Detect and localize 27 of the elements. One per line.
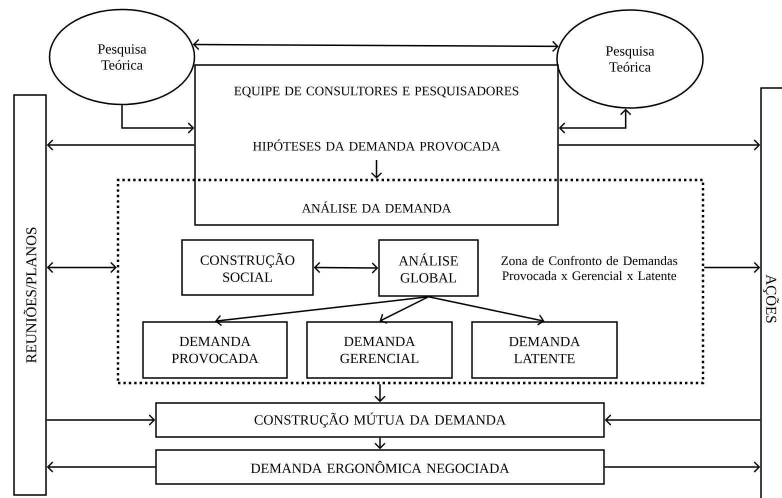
team-box: EQUIPE DE CONSULTORES E PESQUISADORES HIPÓTESES DA DEMANDA PROVOCADA ANÁLISE DA DEMANDA (194, 64, 559, 226)
process-box: ANÁLISE GLOBAL (378, 239, 479, 297)
process-box: DEMANDA PROVOCADA (142, 321, 288, 379)
side-bar: REUNIÕES/PLANOS (13, 94, 47, 496)
arrow (558, 108, 632, 134)
arrow (46, 262, 117, 273)
arrow (428, 296, 544, 326)
arrow (380, 296, 429, 324)
process-box: CONSTRUÇÃO SOCIAL (181, 239, 314, 296)
arrow (46, 414, 156, 426)
arrow (46, 462, 156, 472)
arrow (604, 462, 760, 472)
arrow (371, 160, 382, 179)
arrow (314, 262, 378, 274)
arrow (121, 105, 194, 134)
arrow (215, 296, 429, 326)
process-box: DEMANDA ERGONÔMICA NEGOCIADA (155, 449, 605, 485)
arrow (46, 140, 194, 150)
process-box: DEMANDA GERENCIAL (306, 321, 453, 379)
arrow (604, 414, 760, 426)
arrow (704, 262, 760, 273)
arrow (374, 384, 386, 402)
side-bar: AÇÕES (760, 87, 782, 498)
process-box: DEMANDA LATENTE (471, 321, 618, 379)
process-box: CONSTRUÇÃO MÚTUA DA DEMANDA (155, 402, 605, 438)
arrow (558, 140, 760, 150)
arrow (192, 39, 559, 52)
